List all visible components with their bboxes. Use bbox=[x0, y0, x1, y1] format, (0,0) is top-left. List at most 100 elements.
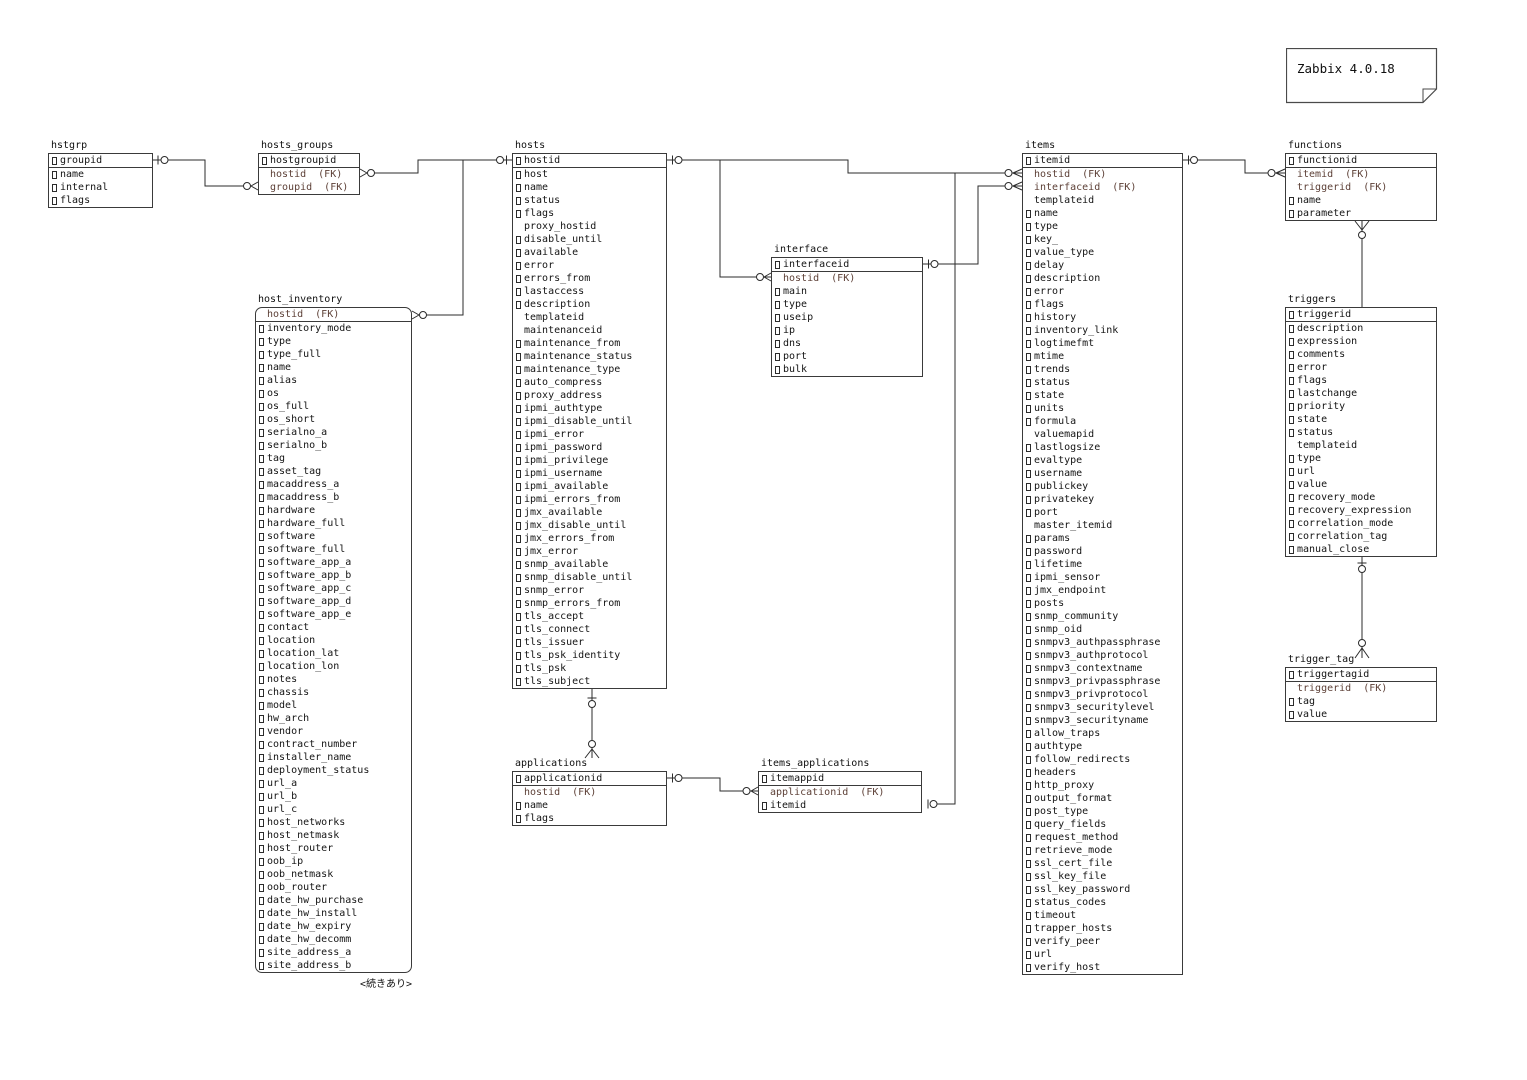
field-label: priority bbox=[1297, 401, 1346, 412]
field-label: inventory_link bbox=[1034, 325, 1119, 336]
field-label: templateid bbox=[524, 312, 585, 323]
notnull-icon bbox=[259, 624, 264, 632]
notnull-icon bbox=[516, 470, 521, 478]
field-label: snmp_community bbox=[1034, 611, 1119, 622]
field-row: os bbox=[256, 387, 411, 400]
notnull-icon bbox=[1026, 652, 1031, 660]
field-row: ipmi_sensor bbox=[1023, 571, 1182, 584]
field-label: software_full bbox=[267, 544, 346, 555]
notnull-icon bbox=[1026, 795, 1031, 803]
field-row: privatekey bbox=[1023, 493, 1182, 506]
field-label: snmp_disable_until bbox=[524, 572, 633, 583]
field-row: ssl_cert_file bbox=[1023, 857, 1182, 870]
notnull-icon bbox=[516, 483, 521, 491]
notnull-icon bbox=[1026, 470, 1031, 478]
notnull-icon bbox=[259, 715, 264, 723]
field-row: serialno_a bbox=[256, 426, 411, 439]
notnull-icon bbox=[259, 455, 264, 463]
notnull-icon bbox=[516, 802, 521, 810]
field-label: headers bbox=[1034, 767, 1077, 778]
field-label: os_full bbox=[267, 401, 310, 412]
field-row: groupid (FK) bbox=[259, 181, 359, 194]
notnull-icon bbox=[259, 819, 264, 827]
field-label: jmx_error bbox=[524, 546, 579, 557]
relation-applications-items_applications bbox=[667, 773, 759, 796]
field-label: snmpv3_authpassphrase bbox=[1034, 637, 1161, 648]
field-row: name bbox=[513, 181, 666, 194]
notnull-icon bbox=[1026, 392, 1031, 400]
field-label: type_full bbox=[267, 349, 322, 360]
notnull-icon bbox=[259, 793, 264, 801]
version-note: Zabbix 4.0.18 bbox=[1285, 47, 1438, 104]
note-shape-icon bbox=[1285, 47, 1438, 104]
relation-hstgrp-hosts_groups bbox=[153, 155, 259, 191]
notnull-icon bbox=[516, 548, 521, 556]
field-row: type bbox=[1286, 452, 1436, 465]
notnull-icon bbox=[1026, 964, 1031, 972]
field-label: type bbox=[1034, 221, 1059, 232]
field-label: host_networks bbox=[267, 817, 346, 828]
field-row: ssl_key_file bbox=[1023, 870, 1182, 883]
field-row: headers bbox=[1023, 766, 1182, 779]
field-row: url_c bbox=[256, 803, 411, 816]
notnull-icon bbox=[1026, 808, 1031, 816]
field-label: ipmi_username bbox=[524, 468, 603, 479]
field-label: error bbox=[1034, 286, 1065, 297]
field-row: ipmi_authtype bbox=[513, 402, 666, 415]
field-row: flags bbox=[513, 812, 666, 825]
field-label: inventory_mode bbox=[267, 323, 352, 334]
field-label: software_app_d bbox=[267, 596, 352, 607]
table-title: hosts_groups bbox=[261, 140, 334, 151]
notnull-icon bbox=[1026, 457, 1031, 465]
field-label: status bbox=[1297, 427, 1334, 438]
field-label: recovery_expression bbox=[1297, 505, 1412, 516]
field-row: auto_compress bbox=[513, 376, 666, 389]
table-title: triggers bbox=[1288, 294, 1337, 305]
field-label: value_type bbox=[1034, 247, 1095, 258]
notnull-icon bbox=[259, 572, 264, 580]
notnull-icon bbox=[259, 871, 264, 879]
field-label: ip bbox=[783, 325, 796, 336]
field-row: priority bbox=[1286, 400, 1436, 413]
field-label: snmpv3_authprotocol bbox=[1034, 650, 1149, 661]
field-label: url_c bbox=[267, 804, 298, 815]
field-label: main bbox=[783, 286, 808, 297]
field-label: software_app_a bbox=[267, 557, 352, 568]
notnull-icon bbox=[762, 775, 767, 783]
notnull-icon bbox=[1026, 873, 1031, 881]
field-label: ipmi_password bbox=[524, 442, 603, 453]
notnull-icon bbox=[516, 405, 521, 413]
notnull-icon bbox=[516, 249, 521, 257]
field-row: tls_accept bbox=[513, 610, 666, 623]
field-row: functionid bbox=[1286, 154, 1436, 167]
notnull-icon bbox=[1026, 821, 1031, 829]
field-label: maintenance_from bbox=[524, 338, 621, 349]
notnull-icon bbox=[259, 325, 264, 333]
notnull-icon bbox=[516, 366, 521, 374]
field-label: mtime bbox=[1034, 351, 1065, 362]
field-label: trends bbox=[1034, 364, 1071, 375]
field-row: software_app_d bbox=[256, 595, 411, 608]
field-row: jmx_endpoint bbox=[1023, 584, 1182, 597]
notnull-icon bbox=[1289, 520, 1294, 528]
table-title: trigger_tag bbox=[1288, 654, 1355, 665]
field-label: snmpv3_contextname bbox=[1034, 663, 1143, 674]
field-label: params bbox=[1034, 533, 1071, 544]
field-row: snmpv3_securityname bbox=[1023, 714, 1182, 727]
table-title: hosts bbox=[515, 140, 546, 151]
field-label: ipmi_errors_from bbox=[524, 494, 621, 505]
notnull-icon bbox=[1289, 210, 1294, 218]
notnull-icon bbox=[259, 429, 264, 437]
field-label: type bbox=[267, 336, 292, 347]
notnull-icon bbox=[1026, 405, 1031, 413]
field-row: request_method bbox=[1023, 831, 1182, 844]
field-label: site_address_b bbox=[267, 960, 352, 971]
notnull-icon bbox=[516, 275, 521, 283]
notnull-icon bbox=[259, 910, 264, 918]
field-row: snmpv3_contextname bbox=[1023, 662, 1182, 675]
field-label: state bbox=[1034, 390, 1065, 401]
field-row: maintenance_status bbox=[513, 350, 666, 363]
notnull-icon bbox=[1026, 353, 1031, 361]
field-row: oob_ip bbox=[256, 855, 411, 868]
